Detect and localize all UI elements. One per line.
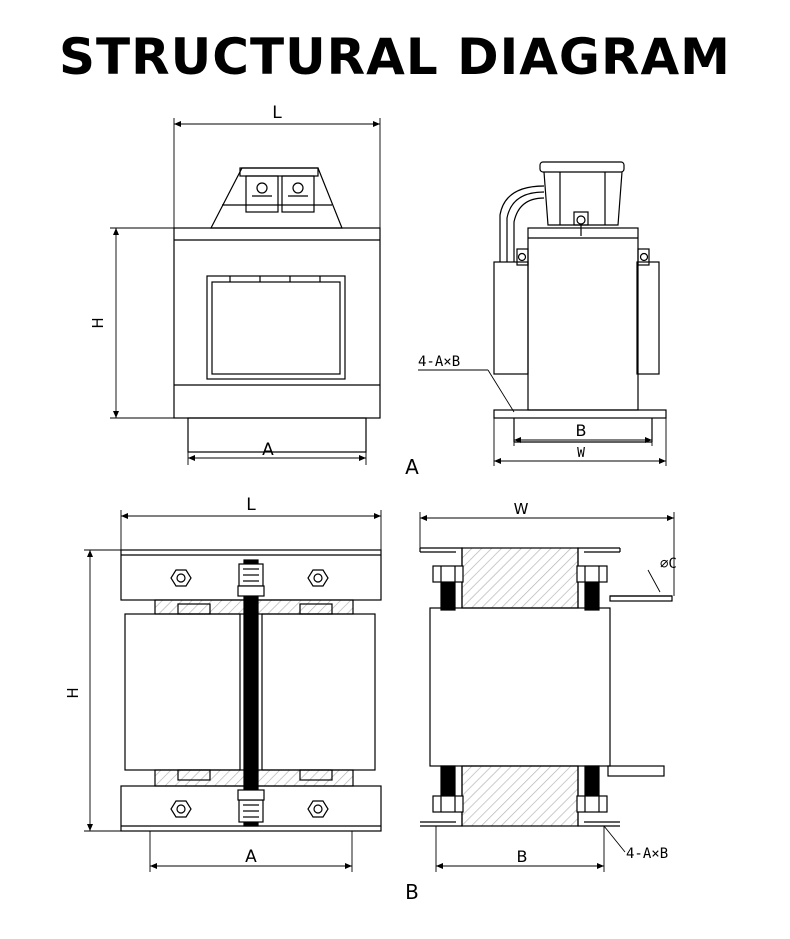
nut-icon — [170, 569, 192, 587]
view-a-side — [493, 161, 667, 443]
hole-callout: 4-A×B — [418, 354, 460, 370]
nut-icon — [307, 800, 329, 818]
view-a-label: A — [405, 455, 419, 479]
dim-label-b: B — [517, 847, 528, 866]
page-title: STRUCTURAL DIAGRAM — [59, 28, 731, 86]
dim-label-h: H — [89, 317, 107, 328]
reactor-body — [173, 227, 381, 419]
view-a-front-dimensions — [110, 118, 381, 465]
coil-body — [429, 607, 611, 767]
nut-icon — [307, 569, 329, 587]
nut-icon — [170, 800, 192, 818]
view-a-front — [173, 167, 381, 453]
coil-right — [261, 613, 376, 771]
dim-label-w: W — [514, 500, 529, 518]
terminal-callout: ⌀C — [660, 556, 677, 572]
dim-label-a: A — [245, 847, 257, 867]
core-body — [527, 227, 639, 411]
hole-callout: 4-A×B — [626, 846, 668, 862]
coil-window — [206, 275, 346, 380]
view-b-side-dimensions — [419, 512, 675, 872]
dim-label-a: A — [262, 440, 274, 460]
dim-label-w: W — [577, 446, 585, 461]
dim-label-l: L — [246, 495, 256, 515]
dim-label-h: H — [64, 687, 82, 698]
view-a-side-dimensions — [418, 369, 667, 466]
view-b-front — [120, 549, 382, 832]
view-b-side — [419, 547, 673, 827]
view-b-front-dimensions — [84, 510, 382, 872]
through-bolt — [243, 559, 259, 827]
mounting-base — [187, 417, 367, 453]
terminal-block — [210, 167, 343, 229]
dim-label-b: B — [576, 421, 587, 440]
dim-label-l: L — [272, 103, 282, 123]
view-b-label: B — [405, 880, 419, 904]
coil-left — [124, 613, 241, 771]
base-plate — [493, 409, 667, 419]
